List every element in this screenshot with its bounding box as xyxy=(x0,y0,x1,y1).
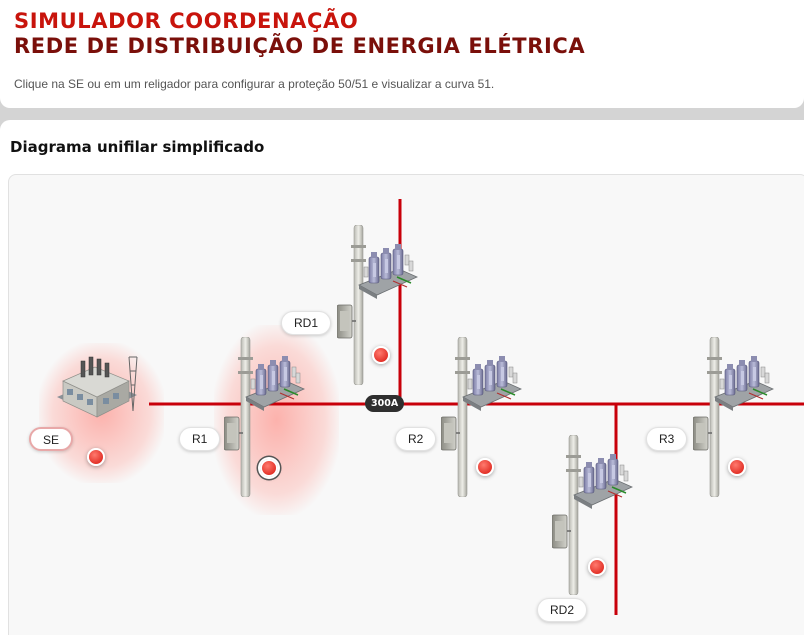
r3-status-dot[interactable] xyxy=(728,458,746,476)
diagram-title: Diagrama unifilar simplificado xyxy=(10,138,265,156)
r1-status-dot[interactable] xyxy=(260,459,278,477)
app-title-line2: REDE DE DISTRIBUIÇÃO DE ENERGIA ELÉTRICA xyxy=(14,34,586,58)
se-status-dot[interactable] xyxy=(87,448,105,466)
rd1-status-dot[interactable] xyxy=(372,346,390,364)
rd2-status-dot[interactable] xyxy=(588,558,606,576)
current-badge: 300A xyxy=(365,395,405,412)
instructions-text: Clique na SE ou em um religador para con… xyxy=(14,77,495,91)
r2-status-dot[interactable] xyxy=(476,458,494,476)
node-label-rd2[interactable]: RD2 xyxy=(537,598,588,622)
app-title-line1: SIMULADOR COORDENAÇÃO xyxy=(14,9,359,33)
app-title: SIMULADOR COORDENAÇÃO REDE DE DISTRIBUIÇ… xyxy=(14,9,585,59)
node-label-r2[interactable]: R2 xyxy=(395,427,437,451)
app-header: SIMULADOR COORDENAÇÃO REDE DE DISTRIBUIÇ… xyxy=(0,0,804,108)
substation-icon[interactable] xyxy=(53,351,149,429)
diagram-panel: Diagrama unifilar simplificado xyxy=(0,120,804,635)
single-line-diagram: 300A SE R1 RD1 R2 RD2 R3 xyxy=(8,174,804,635)
node-label-r3[interactable]: R3 xyxy=(646,427,688,451)
node-label-se[interactable]: SE xyxy=(29,427,74,451)
node-label-r1[interactable]: R1 xyxy=(179,427,221,451)
node-label-rd1[interactable]: RD1 xyxy=(281,311,332,335)
